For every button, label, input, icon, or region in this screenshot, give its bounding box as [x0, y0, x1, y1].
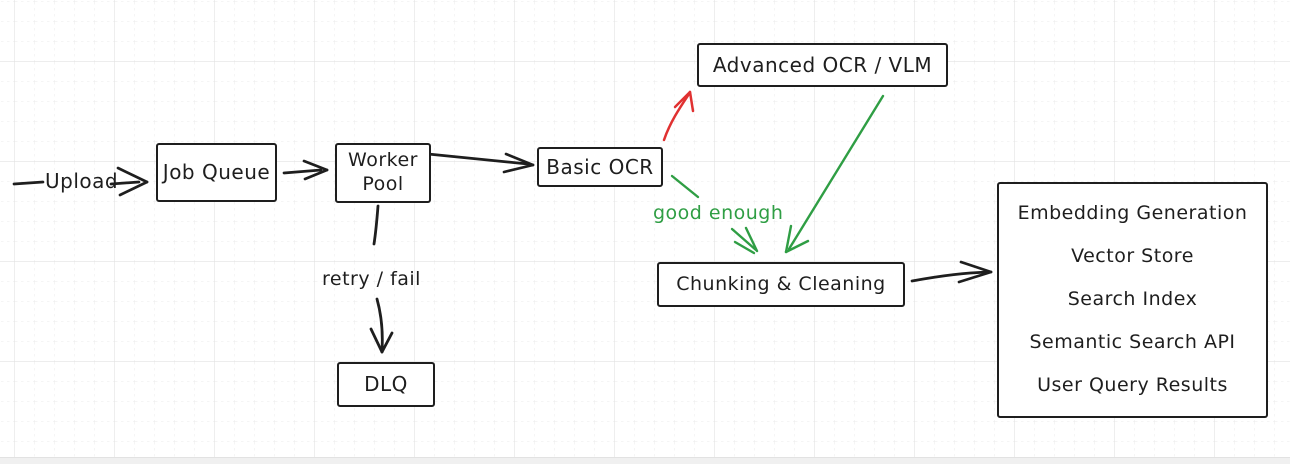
node-advanced-ocr-vlm[interactable]: Advanced OCR / VLM	[697, 43, 948, 87]
node-job-queue[interactable]: Job Queue	[156, 143, 277, 202]
node-basic-ocr-label: Basic OCR	[546, 154, 654, 179]
pipeline-row-search-index: Search Index	[1067, 288, 1198, 311]
node-dlq-label: DLQ	[364, 372, 408, 396]
pipeline-row-user-query: User Query Results	[1037, 374, 1228, 397]
node-chunking-cleaning-label: Chunking & Cleaning	[676, 272, 886, 295]
node-dlq[interactable]: DLQ	[337, 362, 435, 407]
node-basic-ocr[interactable]: Basic OCR	[537, 147, 663, 187]
workerpool-to-dlq-arrow[interactable]	[369, 204, 394, 354]
advanced-to-chunking-arrow[interactable]	[784, 94, 885, 254]
node-chunking-cleaning[interactable]: Chunking & Cleaning	[657, 262, 905, 307]
good-enough-label[interactable]: good enough	[653, 202, 784, 224]
workerpool-to-basicocr-arrow[interactable]	[426, 152, 535, 174]
upload-label[interactable]: Upload	[45, 169, 119, 193]
node-worker-pool-label: Worker Pool	[348, 149, 418, 195]
pipeline-row-vector-store: Vector Store	[1071, 244, 1194, 267]
chunking-to-pipeline-arrow[interactable]	[910, 260, 993, 284]
canvas-bottom-edge	[0, 457, 1290, 464]
node-worker-pool[interactable]: Worker Pool	[335, 143, 431, 203]
node-job-queue-label: Job Queue	[162, 160, 271, 184]
node-advanced-ocr-vlm-label: Advanced OCR / VLM	[712, 52, 933, 77]
basicocr-to-advanced-arrow[interactable]	[662, 90, 695, 142]
node-pipeline-stack[interactable]: Embedding Generation Vector Store Search…	[997, 182, 1268, 418]
jobqueue-to-workerpool-arrow[interactable]	[282, 159, 329, 181]
pipeline-row-semantic-api: Semantic Search API	[1029, 331, 1236, 354]
pipeline-row-embedding: Embedding Generation	[1017, 201, 1248, 224]
retry-fail-label[interactable]: retry / fail	[322, 268, 421, 290]
basicocr-to-chunking-arrow[interactable]	[670, 174, 759, 255]
upload-edge-arrow[interactable]	[12, 166, 149, 197]
